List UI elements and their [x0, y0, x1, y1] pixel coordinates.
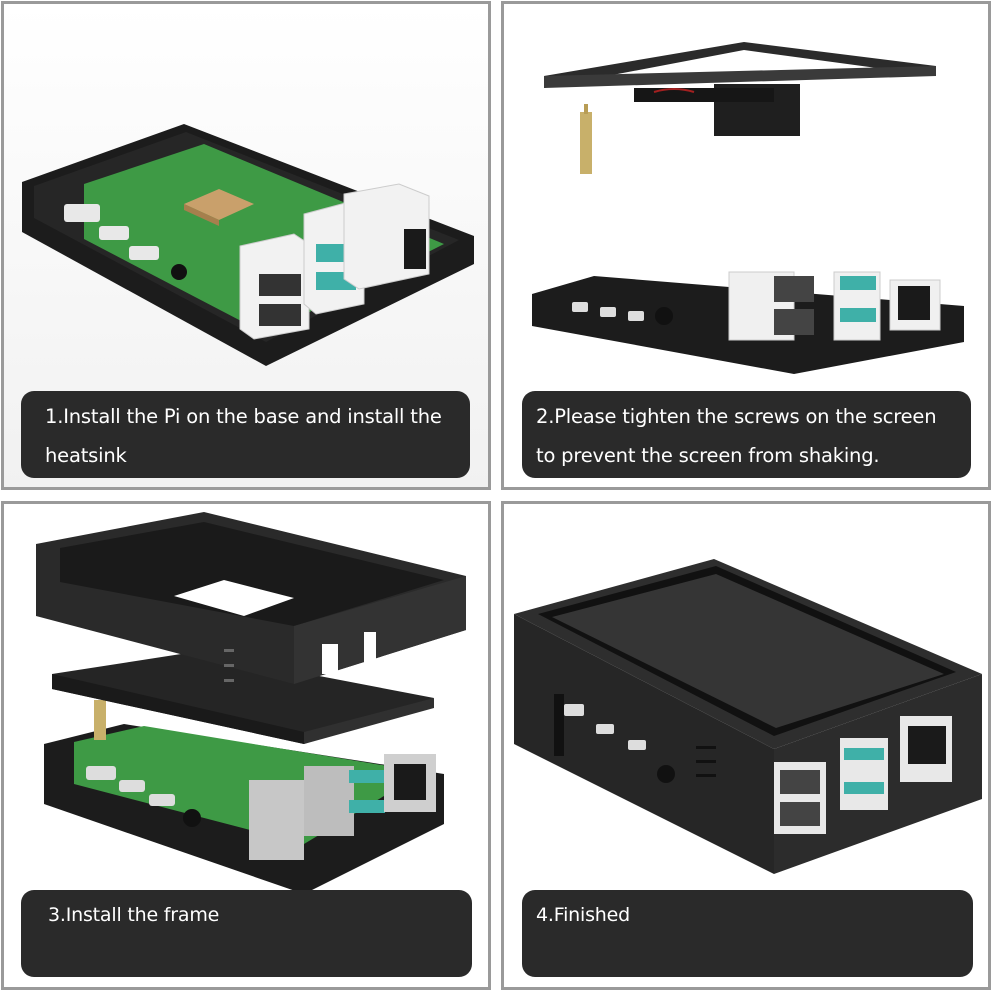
- step-2-caption: 2.Please tighten the screws on the scree…: [522, 391, 971, 478]
- step-3-caption: 3.Install the frame: [21, 890, 472, 977]
- step-4-panel: 4.Finished: [501, 501, 991, 990]
- step-2-panel: 2.Please tighten the screws on the scree…: [501, 1, 991, 490]
- step-1-panel: 1.Install the Pi on the base and install…: [1, 1, 491, 490]
- step-4-caption: 4.Finished: [522, 890, 973, 977]
- step-1-caption: 1.Install the Pi on the base and install…: [21, 391, 470, 478]
- step-3-panel: 3.Install the frame: [1, 501, 491, 990]
